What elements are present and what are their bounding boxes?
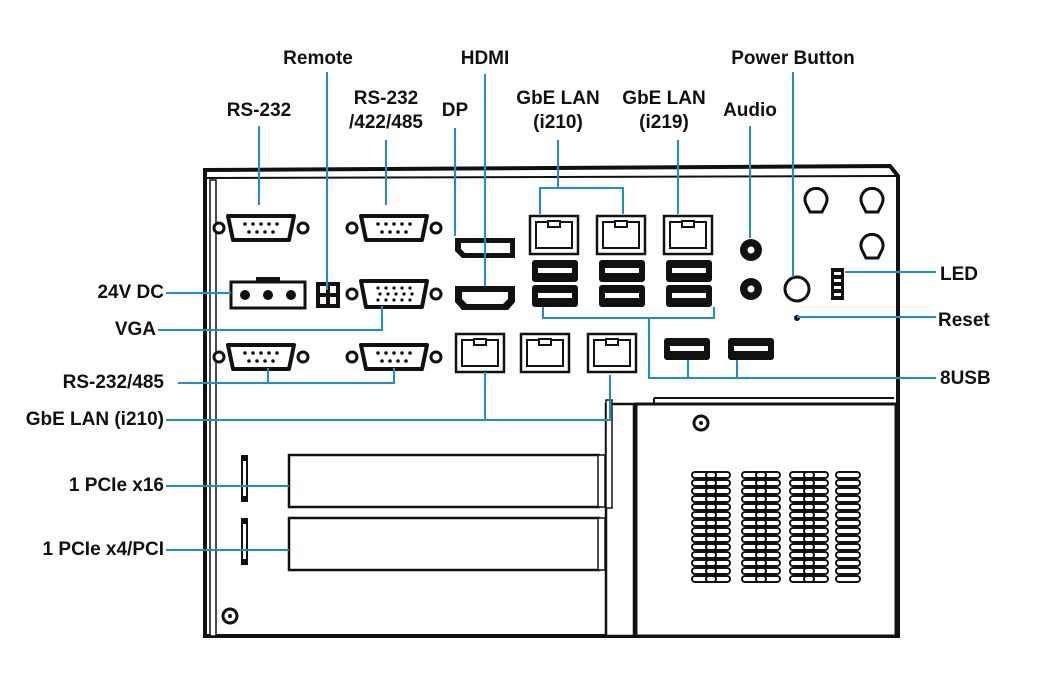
label-gbe-i210-top-line1: GbE LAN (516, 88, 600, 109)
label-vga: VGA (114, 319, 156, 340)
vent-module (634, 397, 898, 638)
led-indicators (831, 268, 844, 300)
audio-jacks (740, 239, 762, 300)
label-remote: Remote (283, 48, 353, 69)
lan-i219 (662, 214, 714, 256)
remote-connector (316, 282, 340, 308)
lan-i210-top-1 (528, 214, 580, 256)
label-audio: Audio (723, 100, 777, 121)
label-rs232-422-485-line2: /422/485 (349, 112, 423, 133)
label-power-button: Power Button (731, 48, 855, 69)
label-led: LED (940, 264, 978, 285)
label-24v-dc: 24V DC (97, 282, 164, 303)
label-hdmi: HDMI (460, 48, 510, 69)
label-rs232-422-485-line1: RS-232 (353, 88, 419, 109)
label-pcie-x16: 1 PCIe x16 (68, 475, 164, 496)
label-pcie-x4-pci: 1 PCIe x4/PCI (42, 539, 164, 560)
hdmi-port (455, 286, 515, 310)
label-dp: DP (441, 100, 469, 121)
usb-single-2 (728, 338, 774, 360)
lan-i210-bottom-3 (586, 332, 638, 374)
label-rs232-485: RS-232/485 (62, 372, 164, 393)
lan-i210-top-2 (595, 214, 647, 256)
label-gbe-i219-line1: GbE LAN (622, 88, 706, 109)
power-button (783, 275, 811, 303)
label-gbe-i210-top-line2: (i210) (533, 112, 583, 133)
label-gbe-i219-line2: (i219) (639, 112, 689, 133)
antenna-holes (803, 186, 885, 260)
label-8usb: 8USB (940, 368, 991, 389)
lan-i210-bottom-1 (454, 332, 506, 374)
label-gbe-i210-bottom: GbE LAN (i210) (25, 409, 164, 430)
expansion-area (241, 399, 636, 638)
label-reset: Reset (938, 310, 990, 331)
lan-i210-bottom-2 (519, 332, 571, 374)
leader-lines (158, 72, 936, 551)
dc-power-terminal (229, 277, 307, 310)
label-rs232-top: RS-232 (226, 100, 292, 121)
usb-single-1 (664, 338, 710, 360)
